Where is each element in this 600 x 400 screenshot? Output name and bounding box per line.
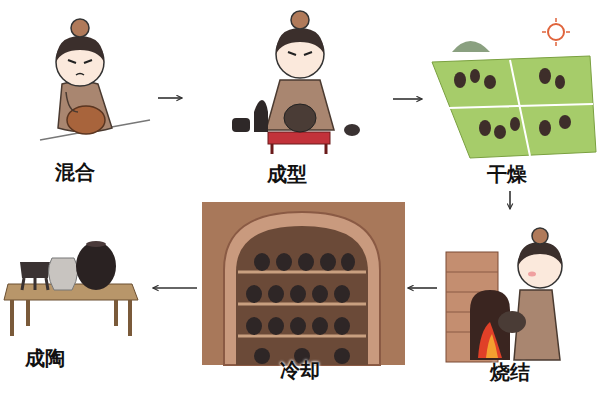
shaping-figure-part — [291, 11, 309, 29]
cooling-kiln — [202, 202, 405, 365]
drying-field-part-part — [559, 115, 571, 129]
pottery-table-part — [48, 258, 77, 290]
drying-field-part-part — [510, 117, 520, 131]
process-step: 成陶 — [5, 225, 150, 372]
cooling-kiln-part-part — [268, 285, 284, 303]
flow-arrow — [393, 98, 422, 100]
cooling-kiln-part-part — [334, 317, 350, 335]
process-step: 成型 — [185, 10, 390, 188]
cooling-kiln-part-part — [334, 285, 350, 303]
drying-field-part — [432, 56, 596, 158]
cooling-kiln-part-part — [254, 253, 270, 271]
kiln-firing-part — [498, 311, 526, 333]
mixing-figure-part — [71, 19, 89, 37]
process-step: 干燥 — [425, 10, 590, 188]
shaping-figure — [232, 11, 360, 154]
mixing-figure-part — [76, 74, 84, 76]
shaping-figure-part — [268, 132, 330, 144]
flow-arrow — [509, 191, 511, 209]
cooling-kiln-part-part — [276, 253, 292, 271]
cooling-kiln-part-part — [320, 253, 336, 271]
step-label: 干燥 — [487, 162, 527, 186]
cooling-kiln-part — [202, 202, 405, 365]
pottery-table-part — [76, 242, 116, 290]
cooling-kiln-part-part — [312, 317, 328, 335]
drying-field-part-part — [555, 75, 565, 89]
pottery-table-part — [20, 262, 50, 278]
drying-field-part — [454, 68, 571, 139]
mixing-figure — [40, 19, 150, 140]
shaping-figure-part — [284, 104, 316, 132]
step-label: 成型 — [267, 162, 307, 186]
shaping-figure-part — [254, 100, 268, 132]
pottery-table-part — [86, 241, 106, 247]
cooling-kiln-part — [238, 272, 366, 336]
drying-field-part-part — [454, 72, 466, 88]
drying-field-part — [448, 60, 593, 156]
shaping-figure-part — [232, 118, 250, 132]
cooling-kiln-part-part — [334, 348, 350, 364]
cooling-kiln-part — [224, 212, 380, 365]
process-step: 冷却 — [200, 200, 405, 384]
mixing-figure-part — [68, 60, 92, 63]
shaping-figure-part — [276, 28, 324, 54]
drying-field-part-part — [539, 68, 551, 84]
drying-field-part-part — [484, 75, 496, 89]
process-step: 烧结 — [440, 212, 580, 386]
kiln-firing-part — [532, 228, 548, 244]
shaping-figure-part — [288, 52, 312, 55]
kiln-firing-part — [528, 272, 536, 277]
drying-field-part-part — [494, 125, 506, 139]
drying-field-part-part — [479, 120, 491, 136]
kiln-firing-part — [518, 242, 562, 266]
shaping-figure-part — [272, 144, 326, 154]
pottery-table-part — [12, 300, 130, 336]
step-label: 成陶 — [25, 346, 65, 370]
process-step: 混合 — [20, 10, 155, 186]
cooling-kiln-part-part — [246, 317, 262, 335]
flow-arrow — [408, 287, 437, 289]
cooling-kiln-part-part — [298, 253, 314, 271]
drying-field-part-part — [539, 120, 551, 136]
flow-arrow — [158, 97, 182, 99]
step-label: 混合 — [55, 160, 95, 184]
pottery-table-part — [22, 278, 48, 290]
cooling-kiln-part-part — [312, 285, 328, 303]
kiln-firing — [446, 228, 562, 362]
cooling-kiln-part-part — [290, 317, 306, 335]
drying-field-part-part — [470, 69, 480, 83]
mixing-figure-part — [56, 36, 104, 62]
shaping-figure-part — [344, 124, 360, 136]
cooling-kiln-part-part — [246, 285, 262, 303]
flow-arrow — [153, 287, 197, 289]
cooling-kiln-part — [246, 253, 355, 364]
step-label: 烧结 — [490, 360, 530, 384]
drying-field-part — [548, 24, 564, 40]
cooling-kiln-part-part — [341, 253, 355, 271]
cooling-kiln-part-part — [290, 285, 306, 303]
step-label: 冷却 — [280, 358, 320, 382]
kiln-firing-part — [486, 334, 498, 358]
cooling-kiln-part-part — [254, 348, 270, 364]
cooling-kiln-part — [236, 226, 368, 365]
cooling-kiln-part-part — [268, 317, 284, 335]
kiln-firing-part — [478, 322, 502, 358]
drying-field-part — [452, 41, 490, 52]
mixing-figure-part — [66, 92, 78, 112]
pottery-table — [4, 241, 138, 336]
drying-field — [432, 18, 596, 158]
drying-field-part — [542, 18, 570, 46]
